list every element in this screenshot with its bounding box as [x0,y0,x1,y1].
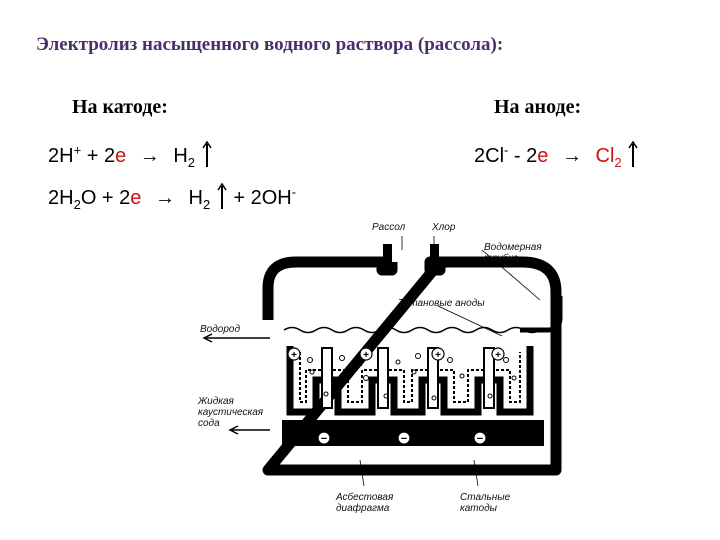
anode-plus-signs [287,347,505,361]
titanium-anode [321,347,333,409]
plus-sign: + [495,350,501,361]
anode-equation: 2Cl- - 2e → Cl2 [474,140,639,170]
chlorine-label: Хлор [432,222,456,233]
gas-bubbles [307,353,517,401]
gas-release-arrow-icon [201,140,212,167]
chlorine-outlet-pipe [430,244,439,268]
gas-release-arrow-icon [628,140,638,167]
minus-sign: − [477,433,483,445]
water-gauge-tube [520,296,563,333]
gas-release-arrow-icon [217,182,227,209]
cathode-equation-1: 2H+ + 2e → H2 [48,140,213,170]
hydrogen-label: Водород [200,324,240,335]
plus-sign: + [435,350,441,361]
brine-inlet-pipe [383,244,392,268]
cathode-equation-2: 2H2O + 2e → H2 + 2OH- [48,182,296,212]
titanium-anode [427,347,439,409]
plus-sign: + [363,350,369,361]
anodes-label: Титановые аноды [398,298,485,309]
cathode-header: На катоде: [72,96,168,118]
brine-surface [283,326,541,334]
minus-sign: − [321,433,327,445]
minus-sign: − [401,433,407,445]
plus-sign: + [291,350,297,361]
steel-cathodes [286,346,534,416]
titanium-anode [483,347,495,409]
titanium-anode [377,347,389,409]
brine-label: Рассол [372,222,406,233]
anode-header: На аноде: [494,96,582,118]
cathode-minus-signs [317,431,487,445]
page-title: Электролиз насыщенного водного раствора … [36,34,504,55]
